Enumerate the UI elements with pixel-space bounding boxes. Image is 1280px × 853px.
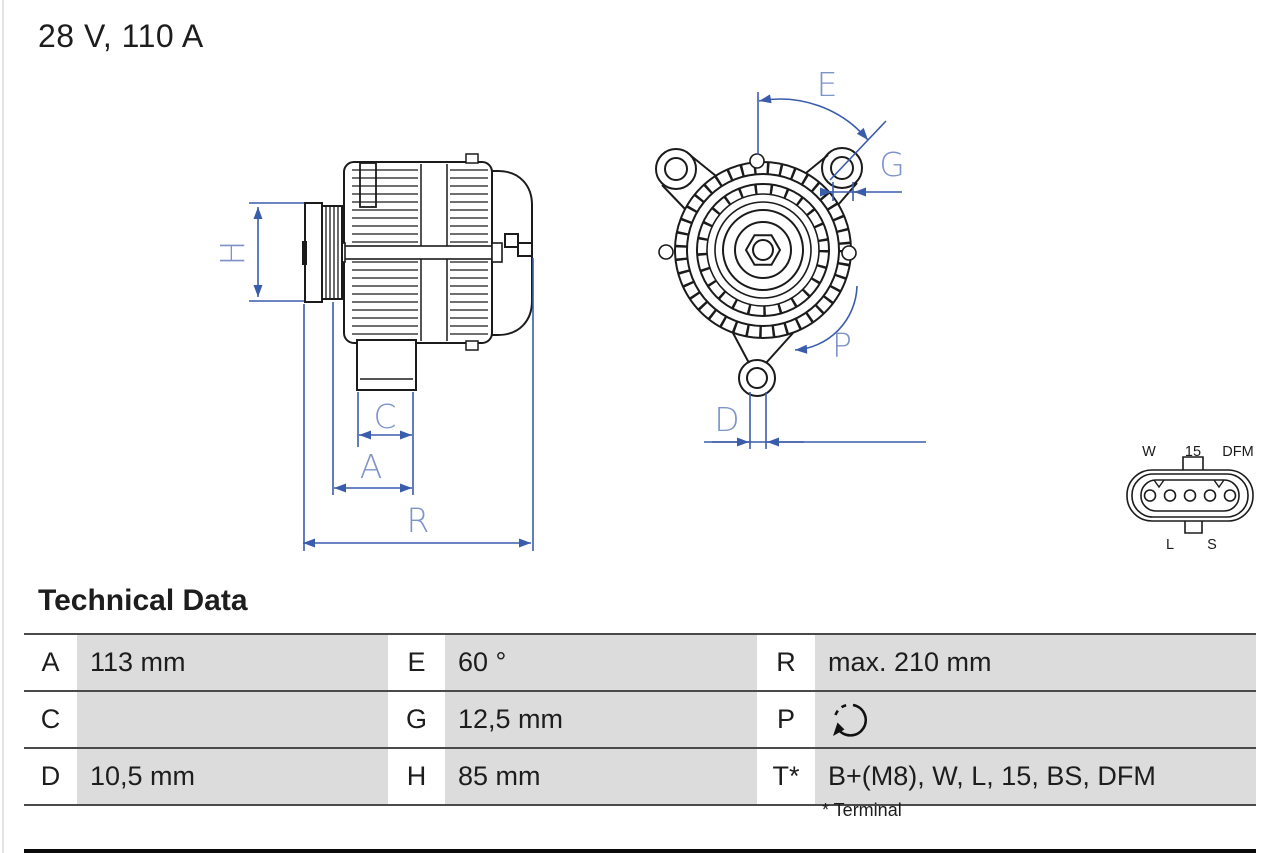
dim-key: G	[388, 691, 445, 748]
page-title: 28 V, 110 A	[38, 18, 204, 54]
dim-label-C: C	[373, 397, 396, 436]
connector-label-W: W	[1142, 444, 1156, 460]
dim-label-E: E	[817, 65, 838, 104]
connector-label-S: S	[1207, 537, 1217, 553]
dim-key: P	[757, 691, 815, 748]
table-row: C G 12,5 mm P	[24, 691, 1256, 748]
connector-bottom-tab	[1184, 521, 1203, 534]
dim-value	[77, 691, 388, 748]
dim-key: A	[24, 634, 77, 691]
connector-label-L: L	[1166, 537, 1174, 553]
bplus-terminal	[504, 233, 519, 248]
terminal-footnote: * Terminal	[822, 800, 902, 820]
dim-value: max. 210 mm	[815, 634, 1256, 691]
dim-value: 10,5 mm	[77, 748, 388, 805]
dimension-lines	[249, 92, 926, 551]
dim-key: D	[24, 748, 77, 805]
dim-value: 12,5 mm	[445, 691, 757, 748]
dim-label-A: A	[360, 447, 383, 486]
technical-data-table: A 113 mm E 60 ° R max. 210 mm C G 12,5 m…	[24, 633, 1256, 806]
mount-hole-top-left	[664, 157, 688, 181]
connector-label-DFM: DFM	[1222, 444, 1253, 460]
technical-data-heading: Technical Data	[38, 584, 248, 617]
dim-key: H	[388, 748, 445, 805]
bottom-divider-bar	[24, 849, 1256, 853]
dim-label-G: G	[879, 145, 905, 184]
dim-value: B+(M8), W, L, 15, BS, DFM	[815, 748, 1256, 805]
rotation-direction-icon	[833, 703, 868, 737]
dim-value: 85 mm	[445, 748, 757, 805]
alternator-front-view	[655, 147, 863, 397]
technical-drawing: H C A R E G P D W 1	[213, 65, 1254, 553]
dim-value: 60 °	[445, 634, 757, 691]
mount-hole-bottom	[746, 367, 768, 389]
connector-top-tab	[1182, 456, 1204, 470]
page-edge-line	[2, 0, 4, 853]
connector-label-15: 15	[1185, 444, 1201, 460]
alternator-side-view	[302, 153, 533, 391]
dim-key: R	[757, 634, 815, 691]
connector-pins	[1143, 489, 1237, 502]
dim-key: E	[388, 634, 445, 691]
dim-label-R: R	[407, 501, 430, 540]
dim-value: 113 mm	[77, 634, 388, 691]
pulley	[302, 202, 343, 303]
connector-pinout-diagram	[1126, 456, 1254, 534]
dim-value	[815, 691, 1256, 748]
table-row: A 113 mm E 60 ° R max. 210 mm	[24, 634, 1256, 691]
dim-key: T*	[757, 748, 815, 805]
dim-key: C	[24, 691, 77, 748]
dim-label-D: D	[714, 400, 739, 439]
dim-label-P: P	[832, 326, 852, 365]
mounting-lug	[356, 339, 417, 391]
shaft-hex-nut	[744, 234, 782, 266]
dim-label-H: H	[213, 241, 252, 266]
table-row: D 10,5 mm H 85 mm T* B+(M8), W, L, 15, B…	[24, 748, 1256, 805]
cooling-fins	[352, 169, 488, 335]
